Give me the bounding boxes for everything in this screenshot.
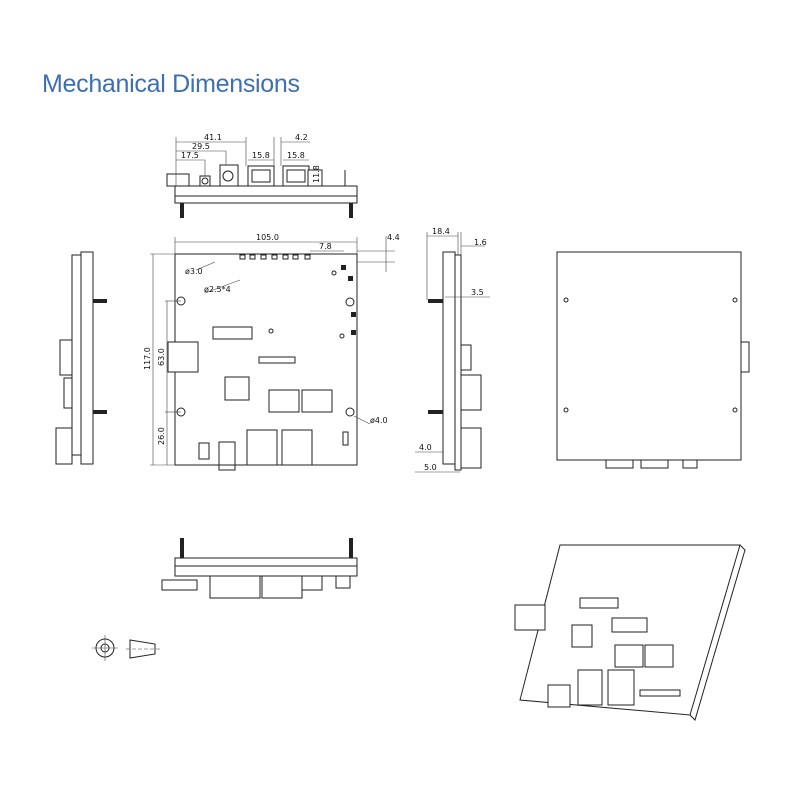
dim-pcb: 1.6 — [474, 238, 487, 247]
dim-standoff: 3.5 — [471, 288, 484, 297]
projection-symbol — [92, 635, 160, 661]
dim-15-8-a: 15.8 — [252, 151, 270, 160]
led-row-top — [239, 254, 311, 260]
top-view: 41.1 29.5 17.5 15.8 15.8 4.2 11.8 — [166, 133, 358, 218]
dim-4-2: 4.2 — [295, 133, 308, 142]
hole-2-5-label: ø2.5*4 — [204, 285, 231, 294]
hole-3-0-label: ø3.0 — [185, 267, 203, 276]
dim-hole-span: 63.0 — [157, 348, 166, 366]
dim-41-1: 41.1 — [204, 133, 222, 142]
dim-7-8: 7.8 — [319, 242, 332, 251]
dim-29-5: 29.5 — [192, 142, 210, 151]
dim-15-8-b: 15.8 — [287, 151, 305, 160]
dim-bottom: 26.0 — [157, 427, 166, 445]
dim-5-0: 5.0 — [424, 463, 437, 472]
isometric-view — [514, 544, 746, 721]
right-side-view: 18.4 1.6 3.5 4.0 5.0 — [415, 227, 490, 473]
page-title: Mechanical Dimensions — [42, 70, 300, 98]
dim-height: 117.0 — [143, 347, 152, 370]
dim-4-4: 4.4 — [387, 233, 400, 242]
dim-width: 105.0 — [256, 233, 279, 242]
left-side-view — [55, 251, 107, 465]
rear-view — [556, 251, 750, 469]
front-view: 105.0 7.8 4.4 117.0 63.0 26.0 ø3.0 ø2.5*… — [143, 233, 400, 471]
dim-11-8: 11.8 — [312, 165, 321, 183]
hole-4-0-label: ø4.0 — [370, 416, 388, 425]
dim-17-5: 17.5 — [181, 151, 199, 160]
dim-depth: 18.4 — [432, 227, 450, 236]
bottom-view — [161, 538, 358, 599]
dim-4-0: 4.0 — [419, 443, 432, 452]
